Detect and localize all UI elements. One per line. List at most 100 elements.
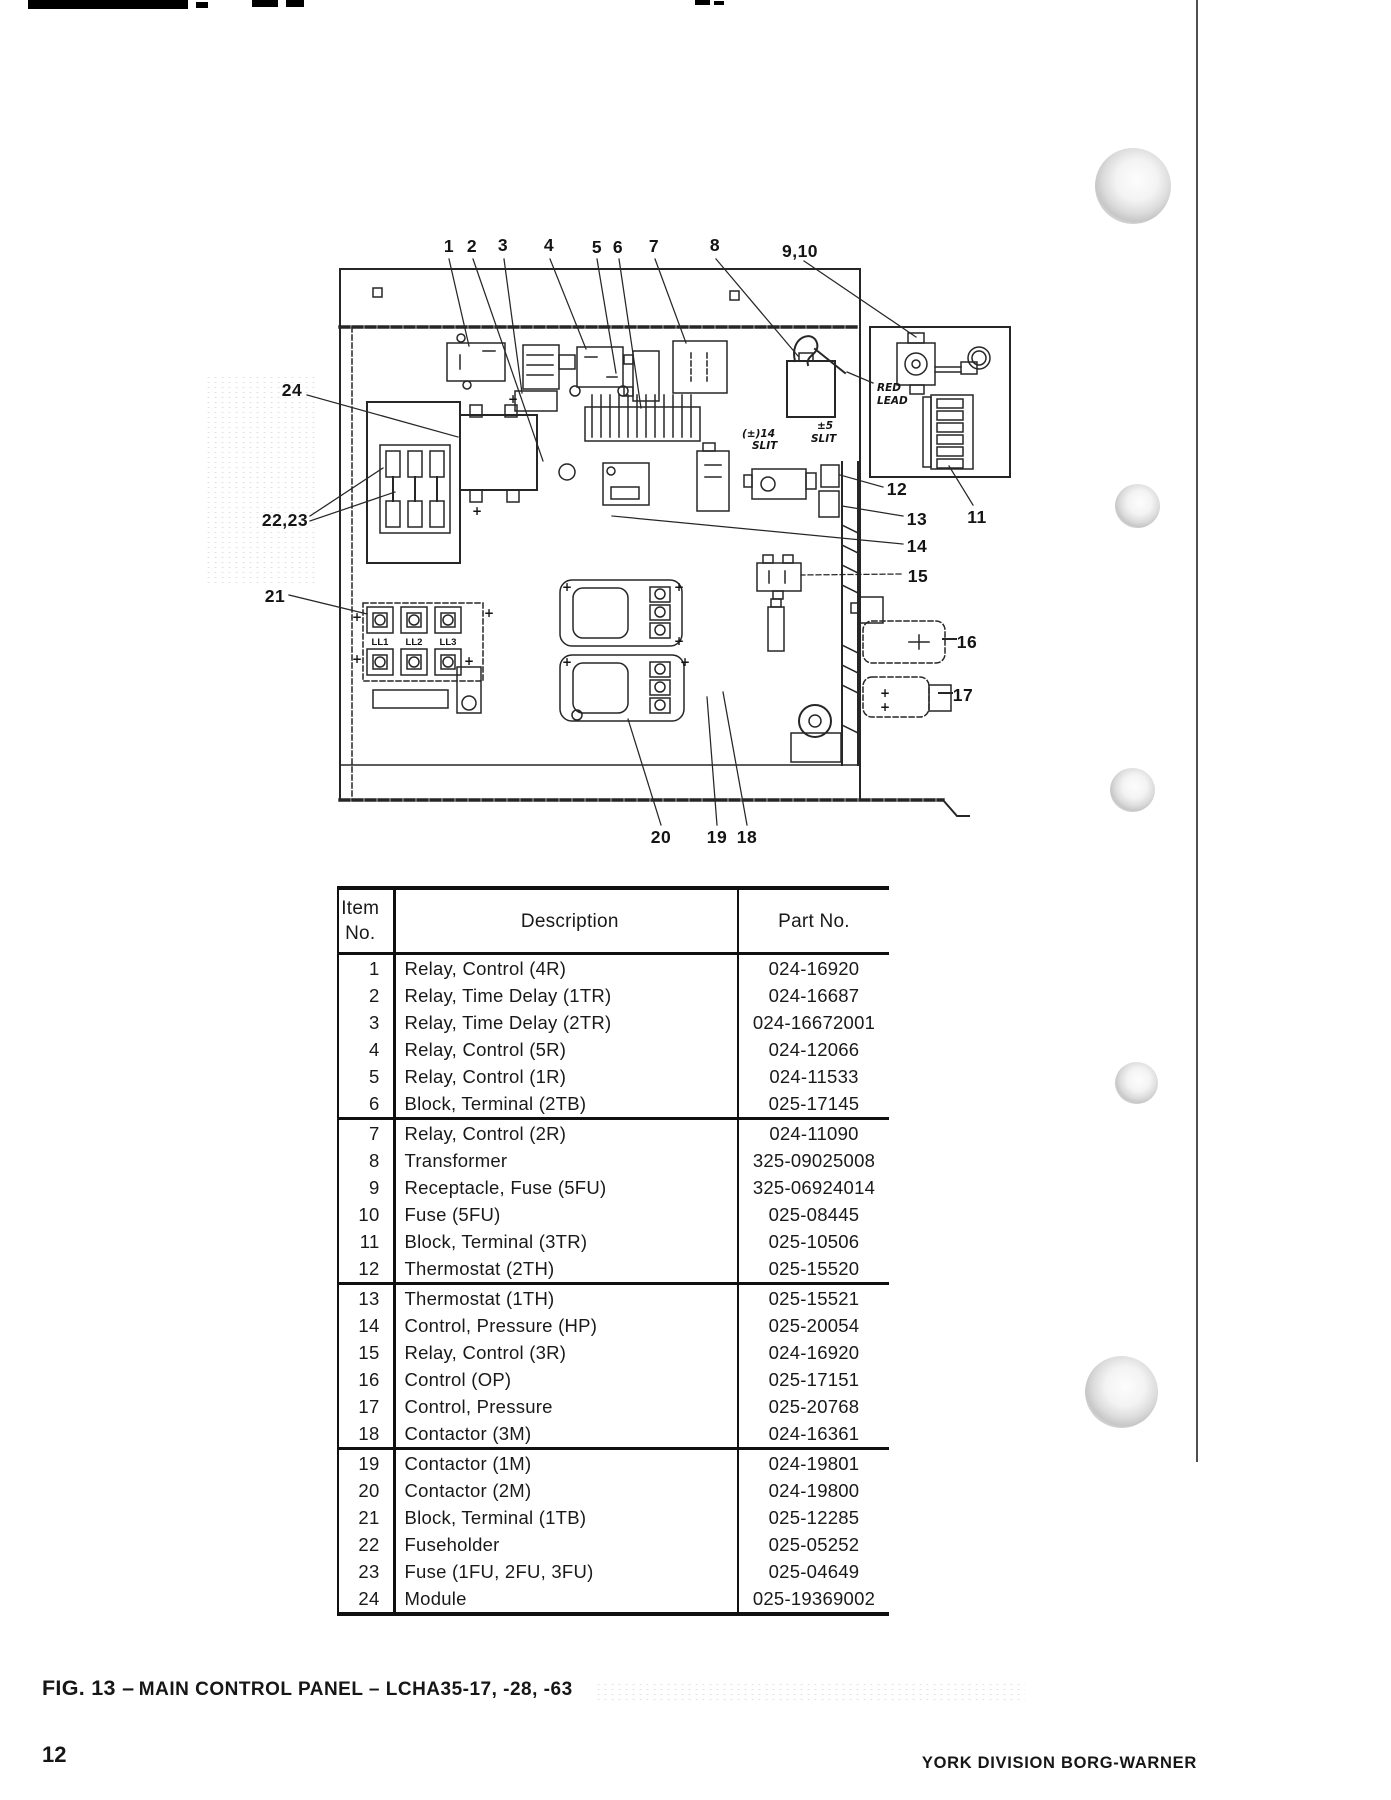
cell-description: Contactor (2M) [404, 1480, 532, 1502]
small-aux-components [767, 596, 884, 652]
callout-24: 24 [282, 380, 302, 400]
table-row: 3 Relay, Time Delay (2TR) 024-16672001 [337, 1009, 889, 1037]
page-number: 12 [42, 1742, 67, 1767]
callout-7: 7 [649, 236, 659, 256]
relay-4r [446, 333, 506, 390]
panel-outline [338, 268, 970, 817]
table-row: 11 Block, Terminal (3TR) 025-10506 [337, 1228, 889, 1256]
cell-item: 7 [337, 1118, 396, 1148]
svg-text:+: + [508, 392, 518, 406]
cell-item: 5 [337, 1063, 396, 1091]
ll2-label: LL2 [406, 637, 423, 648]
svg-text:+: + [352, 652, 362, 666]
svg-text:+: + [472, 504, 482, 518]
cell-item: 12 [337, 1255, 396, 1286]
scan-speckle [205, 375, 315, 585]
cell-item: 22 [337, 1531, 396, 1559]
fuse-receptacle-box [869, 326, 1011, 478]
table-row: 16 Control (OP) 025-17151 [337, 1366, 889, 1394]
relay-small [602, 462, 650, 506]
svg-text:+: + [352, 610, 362, 624]
thermostats-12-13 [818, 464, 840, 518]
scan-mark [286, 0, 304, 7]
svg-text:+: + [880, 686, 890, 700]
relay-time-delay [514, 344, 576, 412]
column-header-description: Description [394, 888, 738, 956]
callout-6: 6 [613, 237, 623, 257]
cell-part: 024-16672001 [737, 1009, 889, 1037]
red-lead-label: RED [877, 382, 901, 394]
scan-speckle [595, 1682, 1025, 1704]
relay-1r [623, 350, 660, 402]
relay-5r [569, 346, 629, 397]
table-row: 7 Relay, Control (2R) 024-11090 [337, 1118, 889, 1148]
cell-part: 025-08445 [737, 1201, 889, 1229]
cell-part: 025-17151 [737, 1366, 889, 1394]
cell-item: 9 [337, 1174, 396, 1202]
callout-21: 21 [265, 586, 285, 606]
cell-item: 17 [337, 1393, 396, 1421]
cell-item: 13 [337, 1283, 396, 1313]
contactor-bottom: ++ [559, 654, 690, 722]
cell-item: 15 [337, 1339, 396, 1367]
cell-item: 11 [337, 1228, 396, 1256]
table-row: 17 Control, Pressure 025-20768 [337, 1393, 889, 1421]
table-row: 13 Thermostat (1TH) 025-15521 [337, 1283, 889, 1313]
cell-part: 025-15520 [737, 1255, 889, 1286]
table-row: 19 Contactor (1M) 024-19801 [337, 1448, 889, 1478]
scan-mark [714, 1, 724, 5]
cell-part: 024-11533 [737, 1063, 889, 1091]
thermostat-body [743, 468, 817, 500]
cell-part: 025-19369002 [737, 1585, 889, 1615]
page-scan-edge [1196, 0, 1198, 1462]
cell-item: 23 [337, 1558, 396, 1586]
callout-11: 11 [967, 507, 987, 527]
cell-part: 024-16920 [737, 953, 889, 983]
parts-table: Item No. Description Part No. 1 Relay, C… [337, 886, 889, 1617]
callout-17: 17 [953, 685, 973, 705]
transformer [786, 335, 847, 418]
red-lead-label2: LEAD [877, 395, 908, 407]
cell-item: 18 [337, 1420, 396, 1451]
scan-mark [695, 0, 710, 5]
cell-item: 6 [337, 1090, 396, 1121]
callout-3: 3 [498, 235, 508, 255]
cell-description: Block, Terminal (1TB) [404, 1507, 587, 1529]
rectifier-block: ++ [459, 392, 538, 518]
cell-part: 025-05252 [737, 1531, 889, 1559]
scan-mark [252, 0, 278, 7]
figure-caption: FIG. 13 – MAIN CONTROL PANEL – LCHA35-17… [42, 1676, 573, 1701]
callout-16: 16 [957, 632, 977, 652]
terminal-block-1tb: + + + [352, 602, 494, 682]
svg-text:+: + [674, 580, 684, 594]
cell-description: Fuse (1FU, 2FU, 3FU) [404, 1561, 594, 1583]
cell-part: 025-15521 [737, 1283, 889, 1313]
cell-part: 024-19800 [737, 1477, 889, 1505]
leader-lines [288, 258, 974, 826]
table-header-row: Item No. Description Part No. [337, 888, 889, 956]
cell-description: Relay, Time Delay (2TR) [404, 1012, 612, 1034]
cell-item: 8 [337, 1147, 396, 1175]
cell-description: Receptacle, Fuse (5FU) [404, 1177, 607, 1199]
cell-part: 024-12066 [737, 1036, 889, 1064]
svg-text:+: + [562, 655, 572, 669]
table-row: 21 Block, Terminal (1TB) 025-12285 [337, 1504, 889, 1532]
cell-item: 10 [337, 1201, 396, 1229]
table-row: 15 Relay, Control (3R) 024-16920 [337, 1339, 889, 1367]
cell-item: 14 [337, 1312, 396, 1340]
cell-description: Thermostat (1TH) [404, 1288, 555, 1310]
table-row: 5 Relay, Control (1R) 024-11533 [337, 1063, 889, 1091]
relay-2r [672, 340, 728, 394]
cell-part: 325-06924014 [737, 1174, 889, 1202]
cell-description: Contactor (3M) [394, 1420, 738, 1451]
svg-text:+: + [464, 654, 474, 668]
callout-2: 2 [467, 236, 477, 256]
cell-description: Block, Terminal (2TB) [394, 1090, 738, 1121]
cell-item: 1 [337, 953, 396, 983]
cell-item: 4 [337, 1036, 396, 1064]
cell-item: 2 [337, 982, 396, 1010]
svg-text:+: + [562, 580, 572, 594]
terminal-block-2tb [584, 394, 701, 442]
callout-14: 14 [907, 536, 927, 556]
ll1-label: LL1 [372, 637, 390, 648]
